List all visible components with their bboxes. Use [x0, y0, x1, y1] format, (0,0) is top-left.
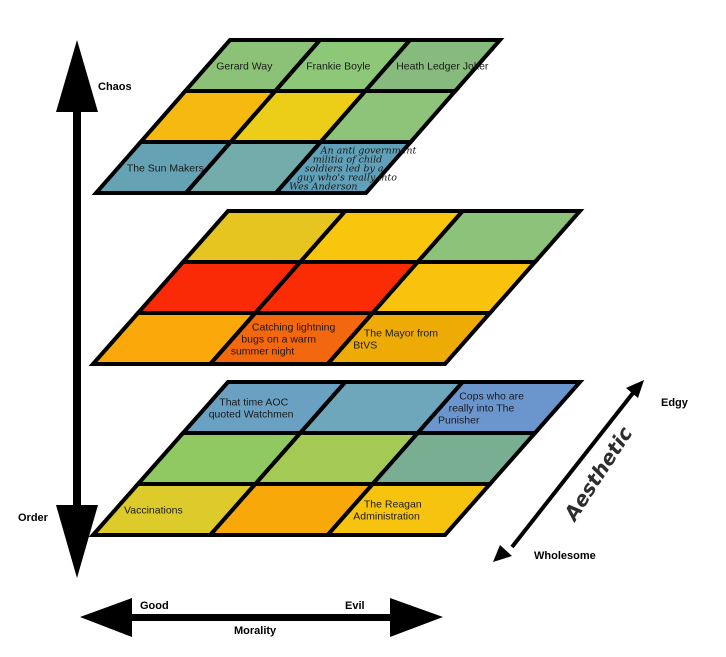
cell-label-line: The Reagan: [364, 499, 422, 511]
vertical-axis-shaft: [73, 95, 81, 525]
chaos-layer: Gerard Way Frankie Boyle Heath Ledger Joke…: [91, 38, 505, 195]
order-label: Order: [18, 512, 49, 524]
edgy-label: Edgy: [661, 397, 689, 409]
cell-label-line: bugs on a warm: [241, 334, 316, 346]
morality-label: Morality: [234, 625, 277, 637]
cell-label-line: Cops who are: [459, 391, 524, 403]
cell-label-line: Frankie Boyle: [306, 61, 370, 73]
cell-label-line: Heath Ledger Joker: [396, 61, 489, 73]
chaos-arrowhead: [56, 40, 98, 112]
cell-label-line: militia of child: [313, 155, 383, 166]
horizontal-axis: Good Evil Morality: [80, 598, 443, 637]
edgy-arrowhead: [626, 380, 644, 398]
cell-label-line: really into The: [449, 403, 515, 415]
cell-label-line: The Mayor from: [364, 328, 438, 340]
good-label: Good: [140, 600, 169, 612]
cell-label-line: That time AOC: [219, 397, 288, 409]
cell-label: Gerard Way: [216, 61, 273, 73]
horizontal-axis-shaft: [120, 614, 390, 621]
cell-label-line: quoted Watchmen: [209, 409, 294, 421]
alignment-layers: Gerard Way Frankie Boyle Heath Ledger Joke…: [88, 38, 585, 537]
cell-label: The Sun Makers: [127, 163, 204, 175]
cell-label-line: Catching lightning: [252, 322, 336, 334]
cell-label-line: An anti government: [320, 146, 417, 157]
vertical-axis: Chaos Order: [18, 40, 132, 578]
cell-label-line: Punisher: [438, 415, 480, 427]
cell-label-line: Gerard Way: [216, 61, 273, 73]
cell-label-line: BtVS: [353, 340, 377, 352]
cell-label-line: guy who's really into: [297, 173, 397, 184]
grid-cell: [323, 311, 495, 366]
evil-arrowhead: [390, 598, 443, 637]
wholesome-label: Wholesome: [534, 550, 596, 562]
chaos-label: Chaos: [98, 81, 132, 93]
grid-cell: [271, 140, 416, 195]
cell-label: Vaccinations: [124, 505, 183, 517]
cell-label-line: soldiers led by a: [305, 164, 384, 175]
cell-label: Heath Ledger Joker: [396, 61, 489, 73]
wholesome-arrowhead: [493, 545, 512, 562]
evil-label: Evil: [345, 600, 365, 612]
cell-label-line: summer night: [231, 346, 295, 358]
good-arrowhead: [80, 598, 132, 637]
order-arrowhead: [56, 505, 98, 578]
depth-axis-shaft: [510, 391, 635, 549]
grid-cell: [323, 482, 495, 537]
cell-label-line: Wes Anderson: [289, 182, 357, 193]
cell-label-line: Vaccinations: [124, 505, 183, 517]
cell-label: Frankie Boyle: [306, 61, 370, 73]
cell-label-line: The Sun Makers: [127, 163, 204, 175]
cell-label-line: Administration: [353, 511, 420, 523]
